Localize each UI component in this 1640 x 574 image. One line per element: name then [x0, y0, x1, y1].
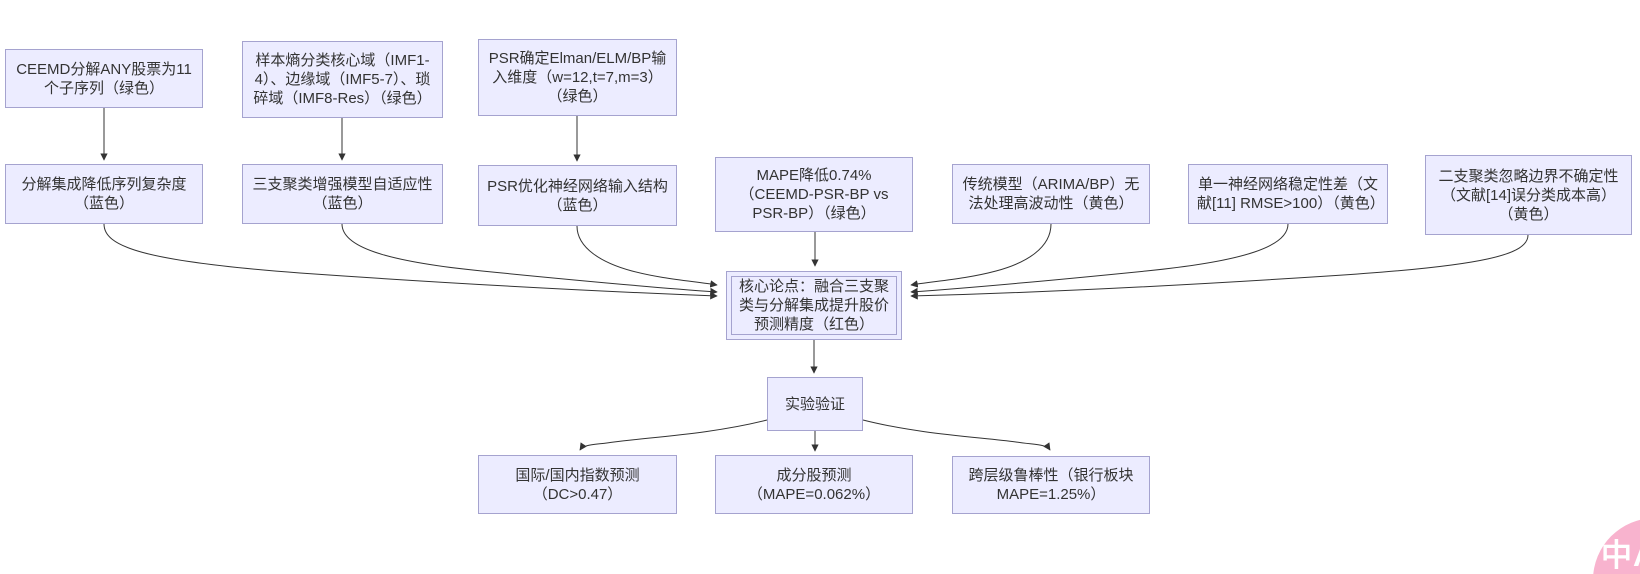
- core-thesis-label: 核心论点：融合三支聚类与分解集成提升股价预测精度（红色）: [738, 278, 889, 333]
- edge-b6-core: [910, 223, 1289, 296]
- node-decompose-complexity: 分解集成降低序列复杂度（蓝色）: [5, 164, 203, 224]
- edge-b2-core: [341, 223, 718, 296]
- node-mape-improve: MAPE降低0.74%（CEEMD-PSR-BP vs PSR-BP）（绿色）: [715, 157, 913, 232]
- node-sample-entropy: 样本熵分类核心域（IMF1-4）、边缘域（IMF5-7）、琐碎域（IMF8-Re…: [242, 41, 443, 118]
- node-core-thesis: 核心论点：融合三支聚类与分解集成提升股价预测精度（红色）: [726, 271, 902, 340]
- node-two-way-boundary: 二支聚类忽略边界不确定性（文献[14]误分类成本高）（黄色）: [1425, 155, 1632, 235]
- core-thesis-inner: 核心论点：融合三支聚类与分解集成提升股价预测精度（红色）: [731, 276, 897, 335]
- translate-badge-label: 中A: [1601, 538, 1640, 573]
- node-stock-forecast: 成分股预测（MAPE=0.062%）: [715, 455, 913, 514]
- node-robustness: 跨层级鲁棒性（银行板块MAPE=1.25%）: [952, 456, 1150, 514]
- edge-b7-core: [910, 234, 1529, 300]
- edge-exp-c1: [579, 419, 768, 451]
- node-three-way-adaptive: 三支聚类增强模型自适应性（蓝色）: [242, 164, 443, 224]
- node-index-forecast: 国际/国内指数预测（DC>0.47）: [478, 455, 677, 514]
- edge-exp-c3: [862, 419, 1051, 451]
- edge-b3-core: [576, 225, 718, 288]
- node-ceemd-decompose: CEEMD分解ANY股票为11个子序列（绿色）: [5, 49, 203, 108]
- node-psr-structure: PSR优化神经网络输入结构（蓝色）: [478, 165, 677, 226]
- node-traditional-limit: 传统模型（ARIMA/BP）无法处理高波动性（黄色）: [952, 164, 1150, 224]
- edge-b5-core: [910, 223, 1052, 288]
- node-single-nn-unstable: 单一神经网络稳定性差（文献[11] RMSE>100）（黄色）: [1188, 164, 1388, 224]
- edge-b1-core: [103, 223, 718, 300]
- translate-badge-button[interactable]: 中A: [1593, 518, 1640, 574]
- node-experiment: 实验验证: [767, 377, 863, 431]
- node-psr-dimension: PSR确定Elman/ELM/BP输入维度（w=12,t=7,m=3）（绿色）: [478, 39, 677, 116]
